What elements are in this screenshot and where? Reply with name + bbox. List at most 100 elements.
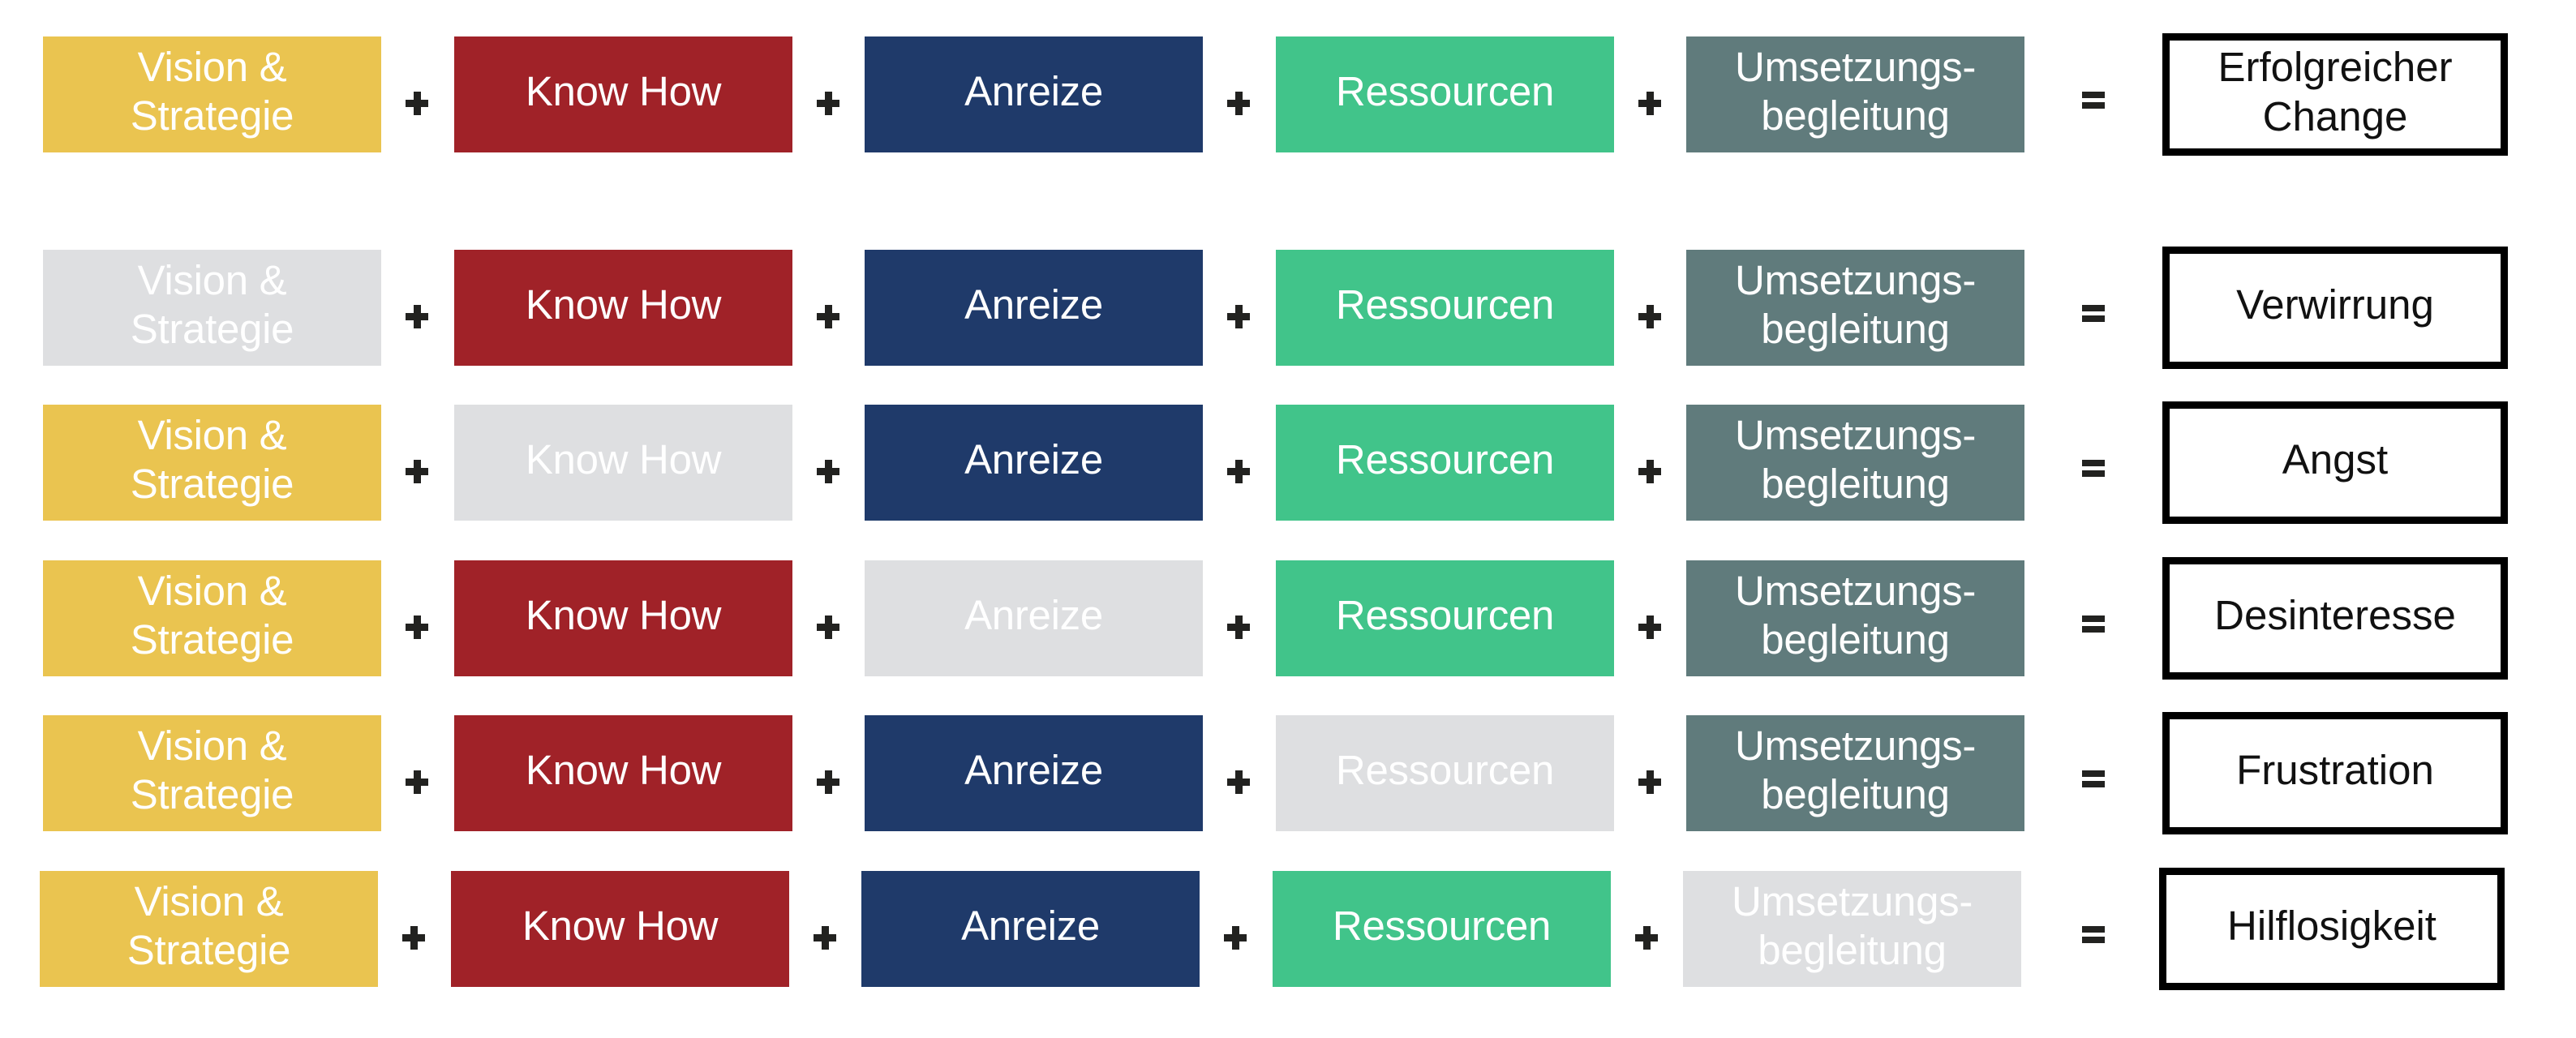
result-label: Desinteresse — [2214, 592, 2456, 638]
factor-label: begleitung — [1761, 92, 1950, 139]
factor-ressourcen: Ressourcen — [1276, 405, 1614, 521]
equation-row-angst: Vision &Strategie Know How Anreize Resso… — [0, 401, 2576, 524]
factor-anreize: Anreize — [865, 250, 1203, 366]
plus-icon — [1634, 405, 1666, 521]
result-label: Hilflosigkeit — [2227, 903, 2436, 949]
factor-label: Anreize — [964, 435, 1103, 483]
factor-label: Strategie — [130, 92, 294, 139]
factor-umsetzungsbegleitung: Umsetzungs-begleitung — [1686, 250, 2024, 366]
factor-vision-strategie: Vision &Strategie — [40, 871, 378, 987]
factor-label: begleitung — [1761, 770, 1950, 817]
equation-row-verwirrung: Vision &Strategie Know How Anreize Resso… — [0, 247, 2576, 369]
factor-label: Umsetzungs- — [1734, 256, 1977, 303]
factor-ressourcen-missing: Ressourcen — [1276, 715, 1614, 831]
factor-label: Anreize — [964, 746, 1103, 793]
result-label: Verwirrung — [2236, 281, 2434, 328]
factor-label: Strategie — [130, 460, 294, 507]
equals-icon — [2077, 36, 2110, 152]
equation-row-desinteresse: Vision &Strategie Know How Anreize Resso… — [0, 557, 2576, 680]
factor-ressourcen: Ressourcen — [1276, 560, 1614, 676]
factor-umsetzungsbegleitung-missing: Umsetzungs-begleitung — [1683, 871, 2021, 987]
equals-icon — [2077, 405, 2110, 521]
factor-label: Vision & — [134, 877, 284, 924]
plus-icon — [809, 871, 841, 987]
factor-label: Anreize — [964, 591, 1103, 638]
factor-label: Know How — [525, 281, 722, 328]
factor-ressourcen: Ressourcen — [1273, 871, 1611, 987]
factor-label: Strategie — [130, 770, 294, 817]
factor-label: Umsetzungs- — [1734, 411, 1977, 458]
result-label: Change — [2262, 92, 2408, 139]
plus-icon — [401, 36, 433, 152]
factor-label: Anreize — [964, 67, 1103, 114]
equals-icon — [2077, 250, 2110, 366]
plus-icon — [401, 250, 433, 366]
factor-label: Ressourcen — [1332, 902, 1552, 949]
factor-anreize: Anreize — [861, 871, 1200, 987]
factor-label: Vision & — [137, 256, 287, 303]
factor-anreize-missing: Anreize — [865, 560, 1203, 676]
factor-vision-strategie: Vision &Strategie — [43, 36, 381, 152]
factor-label: Ressourcen — [1335, 67, 1555, 114]
factor-umsetzungsbegleitung: Umsetzungs-begleitung — [1686, 560, 2024, 676]
factor-know-how: Know How — [454, 36, 792, 152]
plus-icon — [1630, 871, 1663, 987]
plus-icon — [401, 715, 433, 831]
factor-label: Ressourcen — [1335, 591, 1555, 638]
factor-umsetzungsbegleitung: Umsetzungs-begleitung — [1686, 405, 2024, 521]
factor-know-how: Know How — [454, 250, 792, 366]
factor-label: begleitung — [1761, 616, 1950, 663]
plus-icon — [812, 36, 844, 152]
factor-know-how-missing: Know How — [454, 405, 792, 521]
factor-anreize: Anreize — [865, 405, 1203, 521]
factor-label: Umsetzungs- — [1734, 722, 1977, 769]
factor-label: Know How — [525, 67, 722, 114]
plus-icon — [1219, 871, 1252, 987]
factor-anreize: Anreize — [865, 36, 1203, 152]
factor-label: Anreize — [964, 281, 1103, 328]
result-box: Desinteresse — [2162, 557, 2508, 680]
result-box: Verwirrung — [2162, 247, 2508, 369]
plus-icon — [812, 405, 844, 521]
factor-label: Anreize — [961, 902, 1100, 949]
factor-label: Ressourcen — [1335, 435, 1555, 483]
factor-label: Umsetzungs- — [1734, 567, 1977, 614]
factor-know-how: Know How — [451, 871, 789, 987]
factor-vision-strategie-missing: Vision &Strategie — [43, 250, 381, 366]
plus-icon — [1222, 715, 1255, 831]
factor-vision-strategie: Vision &Strategie — [43, 405, 381, 521]
plus-icon — [397, 871, 430, 987]
equation-row-hilflosigkeit: Vision &Strategie Know How Anreize Resso… — [0, 868, 2573, 990]
factor-ressourcen: Ressourcen — [1276, 36, 1614, 152]
factor-vision-strategie: Vision &Strategie — [43, 715, 381, 831]
factor-label: Ressourcen — [1335, 746, 1555, 793]
plus-icon — [1634, 250, 1666, 366]
factor-label: Strategie — [130, 305, 294, 352]
equation-row-frustration: Vision &Strategie Know How Anreize Resso… — [0, 712, 2576, 834]
factor-vision-strategie: Vision &Strategie — [43, 560, 381, 676]
plus-icon — [1222, 560, 1255, 676]
result-box: Hilflosigkeit — [2159, 868, 2505, 990]
factor-label: begleitung — [1761, 460, 1950, 507]
result-label: Angst — [2282, 436, 2389, 483]
factor-know-how: Know How — [454, 715, 792, 831]
factor-label: begleitung — [1761, 305, 1950, 352]
factor-label: Vision & — [137, 411, 287, 458]
result-box: Angst — [2162, 401, 2508, 524]
equals-icon — [2077, 871, 2110, 987]
factor-label: Vision & — [137, 43, 287, 90]
factor-label: begleitung — [1758, 926, 1947, 973]
factor-umsetzungsbegleitung: Umsetzungs-begleitung — [1686, 36, 2024, 152]
factor-know-how: Know How — [454, 560, 792, 676]
factor-label: Strategie — [127, 926, 291, 973]
plus-icon — [401, 405, 433, 521]
plus-icon — [812, 715, 844, 831]
plus-icon — [1634, 560, 1666, 676]
factor-ressourcen: Ressourcen — [1276, 250, 1614, 366]
plus-icon — [1634, 715, 1666, 831]
factor-label: Know How — [525, 435, 722, 483]
plus-icon — [1222, 250, 1255, 366]
factor-anreize: Anreize — [865, 715, 1203, 831]
result-box: Frustration — [2162, 712, 2508, 834]
